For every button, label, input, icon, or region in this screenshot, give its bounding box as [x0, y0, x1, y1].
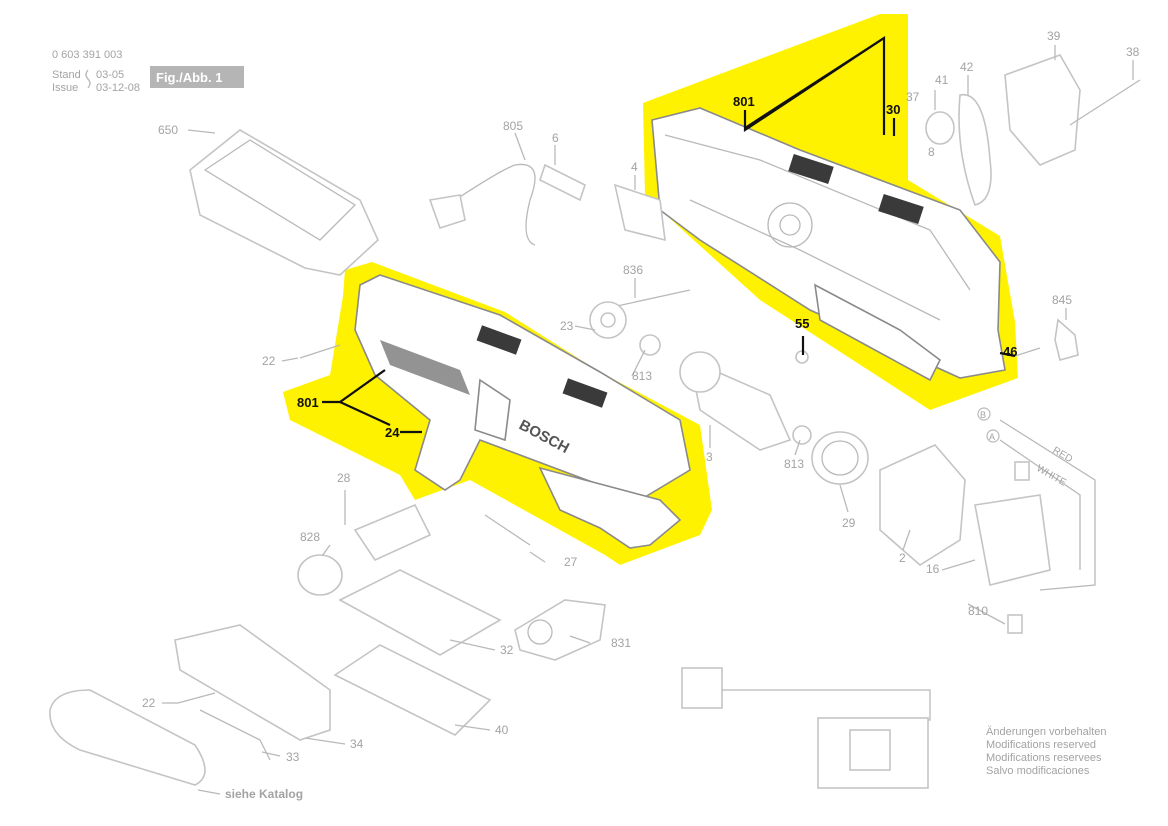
- part-23-gear: [589, 301, 627, 339]
- vent-grille: [878, 193, 924, 225]
- label-16: 16: [926, 562, 940, 576]
- part-32-plate: [338, 569, 502, 656]
- label-28: 28: [337, 471, 351, 485]
- stand-label: Stand: [52, 69, 81, 81]
- part-46: [1014, 347, 1041, 357]
- notice-line-4: Salvo modificaciones: [986, 765, 1090, 777]
- issue-label: Issue: [52, 82, 78, 94]
- label-6: 6: [552, 131, 559, 145]
- part-29-ring: [811, 431, 869, 485]
- label-38: 38: [1126, 45, 1140, 59]
- part-810: [1007, 614, 1023, 634]
- part-34: [174, 624, 331, 741]
- label-46: 46: [1003, 344, 1017, 359]
- schematic-box: [681, 667, 723, 709]
- wire-circle-a: A: [989, 432, 995, 442]
- label-831: 831: [611, 636, 631, 650]
- label-42: 42: [960, 60, 974, 74]
- label-801-left: 801: [297, 395, 319, 410]
- modifications-notice: Änderungen vorbehalten Modifications res…: [986, 726, 1106, 777]
- notice-line-2: Modifications reserved: [986, 739, 1096, 751]
- wire-circle-b: B: [980, 410, 986, 420]
- part-4-switch: [613, 183, 666, 242]
- label-55: 55: [795, 316, 809, 331]
- schematic-wire: [722, 689, 931, 721]
- housing-half-left: BOSCH: [354, 274, 691, 549]
- housing-half-right: [651, 107, 1006, 382]
- wiring-white: [999, 439, 1081, 570]
- label-37: 37: [906, 90, 920, 104]
- part-2-stator: [879, 444, 966, 566]
- part-831: [514, 599, 606, 661]
- wire-white-label: WHITE: [1035, 463, 1069, 489]
- label-805: 805: [503, 119, 523, 133]
- part-22-screw: [299, 344, 341, 359]
- label-4: 4: [631, 160, 638, 174]
- part-39-cover: [1004, 54, 1081, 166]
- label-24: 24: [385, 425, 400, 440]
- label-22-top: 22: [262, 354, 276, 368]
- part-41: [925, 111, 955, 145]
- label-27: 27: [564, 555, 578, 569]
- label-39: 39: [1047, 29, 1061, 43]
- part-813-bearing-b: [792, 425, 812, 445]
- label-30: 30: [886, 102, 900, 117]
- wiring-red: [999, 419, 1096, 591]
- part-27-spring: [484, 514, 531, 546]
- stand-value: 03-05: [96, 69, 124, 81]
- part-33: [199, 709, 271, 761]
- part-labels: 650 805 6 4 836 801 30 37 8 41 42 39 38 …: [142, 29, 1140, 801]
- issue-value: 03-12-08: [96, 82, 140, 94]
- part-22-screw-b: [177, 692, 216, 704]
- vent-grille: [788, 153, 834, 185]
- label-801-top: 801: [733, 94, 755, 109]
- part-28: [353, 503, 432, 562]
- part-38-screw: [1069, 79, 1141, 126]
- label-836: 836: [623, 263, 643, 277]
- label-845: 845: [1052, 293, 1072, 307]
- part-836-shaft: [607, 289, 691, 309]
- label-650: 650: [158, 123, 178, 137]
- label-813-b: 813: [784, 457, 804, 471]
- label-catalog: siehe Katalog: [225, 787, 303, 801]
- part-6: [539, 163, 586, 202]
- notice-line-3: Modifications reservees: [986, 752, 1102, 764]
- vent-grille: [476, 325, 522, 355]
- label-41: 41: [935, 73, 949, 87]
- label-33: 33: [286, 750, 300, 764]
- part-650-dustbox: [189, 129, 379, 276]
- part-42-belt: [958, 93, 992, 206]
- label-40: 40: [495, 723, 509, 737]
- part-845: [1054, 318, 1079, 361]
- label-32: 32: [500, 643, 514, 657]
- wire-red-label: RED: [1051, 445, 1075, 465]
- label-29: 29: [842, 516, 856, 530]
- sanding-belt: [49, 689, 206, 786]
- part-828-roller: [297, 554, 343, 596]
- doc-number: 0 603 391 003: [52, 49, 122, 61]
- label-810: 810: [968, 604, 988, 618]
- leader-lines-dark: [322, 35, 1016, 434]
- label-2: 2: [899, 551, 906, 565]
- part-40-platen: [333, 644, 492, 736]
- label-23: 23: [560, 319, 574, 333]
- label-8: 8: [928, 145, 935, 159]
- label-828: 828: [300, 530, 320, 544]
- leader-lines-faint: [162, 45, 1134, 795]
- part-813-bearing: [639, 334, 661, 356]
- label-813-a: 813: [632, 369, 652, 383]
- brace-mark: [85, 69, 91, 89]
- label-34: 34: [350, 737, 364, 751]
- label-3: 3: [706, 450, 713, 464]
- document-header: 0 603 391 003 Stand 03-05 Issue 03-12-08…: [52, 49, 244, 94]
- part-16-electronics: [974, 494, 1051, 586]
- vent-grille: [562, 378, 608, 408]
- label-22-bottom: 22: [142, 696, 156, 710]
- figure-label: Fig./Abb. 1: [156, 70, 222, 85]
- faint-parts: [49, 54, 1141, 789]
- notice-line-1: Änderungen vorbehalten: [986, 726, 1106, 738]
- figure-label-box: [150, 66, 244, 88]
- part-805-cable: [439, 163, 536, 246]
